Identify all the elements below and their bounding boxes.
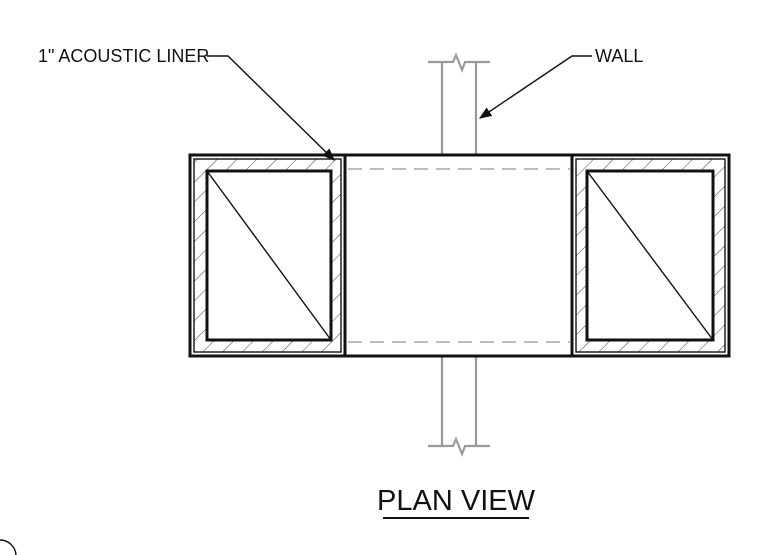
duct-through-wall (345, 153, 572, 358)
wall-leader-arrow (478, 55, 592, 119)
wall-top-stub (428, 52, 490, 155)
left-duct-outer (188, 153, 347, 358)
leader-lines (207, 55, 592, 161)
detail-marker-fragment (0, 539, 17, 555)
acoustic-liner-label: 1" ACOUSTIC LINER (38, 46, 209, 66)
left-duct-inner (205, 169, 333, 342)
wall-label: WALL (595, 46, 643, 66)
liner-leader-arrow (207, 55, 335, 161)
left-duct-diagonal (206, 170, 332, 341)
right-duct-outer (570, 153, 731, 358)
left-duct-section (188, 153, 347, 358)
right-duct-section (570, 153, 731, 358)
right-duct-diagonal (586, 170, 714, 341)
right-duct-inner (585, 169, 715, 342)
wall-section (428, 52, 490, 458)
plan-view-title: PLAN VIEW (377, 485, 536, 517)
wall-bottom-stub (428, 356, 490, 458)
